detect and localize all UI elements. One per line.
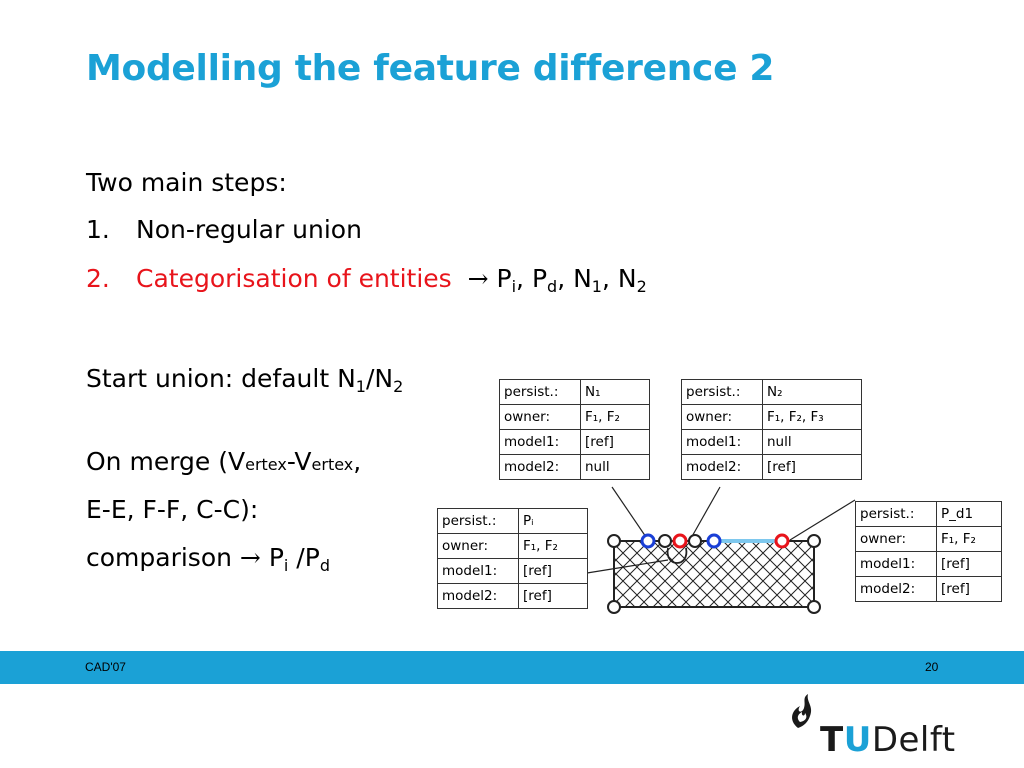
merge-line-3: comparison → Pi /Pd (86, 543, 330, 575)
leader-line-n1 (611, 486, 649, 541)
attribute-table-pd1: persist.:P_d1 owner:F₁, F₂ model1:[ref] … (855, 501, 1002, 602)
attribute-table-n1: persist.:N₁ owner:F₁, F₂ model1:[ref] mo… (499, 379, 650, 480)
vertex-marker (607, 534, 621, 548)
attribute-table-pi: persist.:Pᵢ owner:F₁, F₂ model1:[ref] mo… (437, 508, 588, 609)
step-label: Non-regular union (136, 215, 362, 244)
intro-text: Two main steps: (86, 168, 287, 197)
leader-line-pd1 (789, 499, 856, 541)
hatched-region (613, 540, 815, 608)
flame-icon (792, 694, 812, 728)
merge-line-2: E-E, F-F, C-C): (86, 495, 259, 524)
attribute-table-n2: persist.:N₂ owner:F₁, F₂, F₃ model1:null… (681, 379, 862, 480)
merge-line-1: On merge (Vertex-Vertex, (86, 447, 362, 476)
vertex-marker (706, 533, 722, 549)
vertex-marker (640, 533, 656, 549)
step-2: 2. Categorisation of entities → Pi, Pd, N… (86, 264, 647, 296)
page-number: 20 (925, 660, 939, 674)
arrow-icon: → (467, 264, 489, 293)
footer-conference: CAD'07 (85, 660, 126, 674)
vertex-marker (688, 534, 702, 548)
vertex-marker (807, 600, 821, 614)
arrow-icon: → (239, 543, 261, 572)
vertex-marker (607, 600, 621, 614)
footer-bar: CAD'07 20 (0, 651, 1024, 684)
slide-title: Modelling the feature difference 2 (86, 48, 775, 89)
step-number: 2. (86, 264, 110, 293)
vertex-marker (672, 533, 688, 549)
step-number: 1. (86, 215, 110, 244)
step-result: → Pi, Pd, N1, N2 (467, 264, 647, 296)
logo-wordmark: TUDelft (820, 720, 956, 760)
vertex-marker (807, 534, 821, 548)
step-1: 1. Non-regular union (86, 217, 362, 242)
vertex-marker (658, 534, 672, 548)
loop-curve (666, 547, 688, 564)
tudelft-logo: TUDelft (780, 690, 955, 760)
leader-line-n2 (689, 486, 721, 541)
vertex-marker (774, 533, 790, 549)
start-union-text: Start union: default N1/N2 (86, 364, 404, 396)
step-label: Categorisation of entities (136, 264, 452, 293)
